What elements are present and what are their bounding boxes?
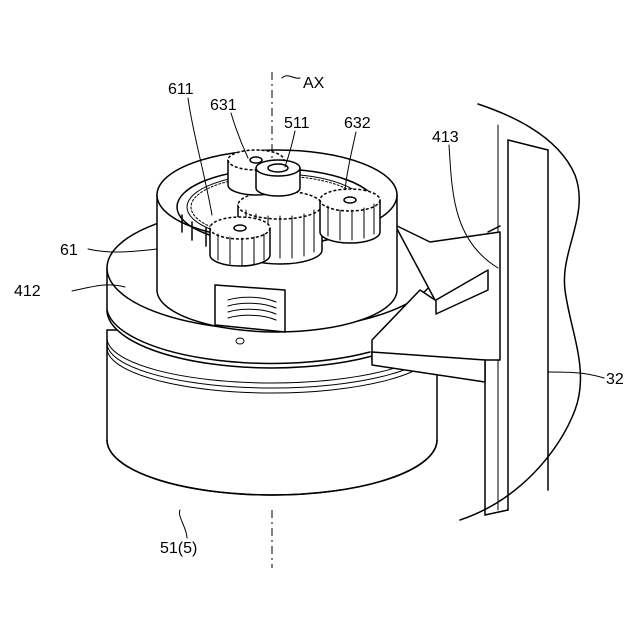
label-611: 611 [168, 81, 194, 98]
label-413: 413 [432, 129, 459, 146]
label-51-5: 51(5) [160, 540, 197, 557]
label-412: 412 [14, 283, 41, 300]
shaft-511 [256, 160, 300, 196]
label-631: 631 [210, 97, 237, 114]
label-511: 511 [284, 115, 310, 132]
label-ax: AX [303, 75, 325, 92]
planet-gear-632 [320, 189, 380, 243]
planet-gear-lower [210, 217, 270, 266]
label-32: 32 [606, 371, 624, 388]
label-61: 61 [60, 242, 78, 259]
label-632: 632 [344, 115, 371, 132]
